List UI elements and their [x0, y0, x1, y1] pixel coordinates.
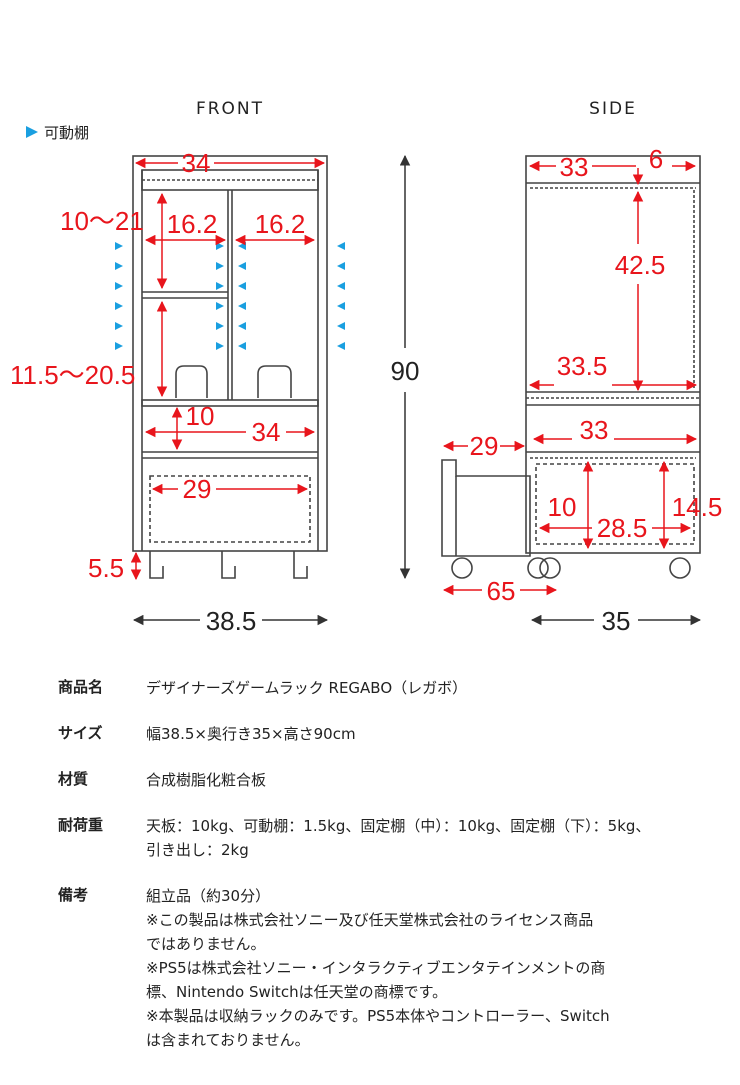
spec-row: 商品名 デザイナーズゲームラック REGABO（レガボ） — [58, 676, 728, 700]
dim-drawer-height: 14.5 — [672, 492, 723, 522]
spec-row: 材質 合成樹脂化粧合板 — [58, 768, 728, 792]
spec-line: デザイナーズゲームラック REGABO（レガボ） — [146, 679, 468, 697]
dim-drawer-inner-h: 10 — [548, 492, 577, 522]
dim-left-inner-width: 16.2 — [167, 209, 218, 239]
spec-line: ではありません。 — [146, 935, 266, 953]
spec-row: 備考 組立品（約30分） ※この製品は株式会社ソニー及び任天堂株式会社のライセン… — [58, 884, 728, 1052]
spec-key: サイズ — [58, 724, 103, 742]
spec-line: 引き出し：2kg — [146, 841, 249, 859]
dim-back-gap: 6 — [649, 144, 663, 174]
dim-drawer-depth: 28.5 — [597, 513, 648, 543]
dim-drawer-gap: 10 — [186, 401, 215, 431]
dim-total-height: 90 — [391, 356, 420, 386]
spec-row: サイズ 幅38.5×奥行き35×高さ90cm — [58, 722, 728, 746]
spec-line: 組立品（約30分） — [146, 887, 271, 905]
dim-shelf-range: 10～21 — [60, 206, 144, 236]
side-view-heading: SIDE — [589, 99, 637, 119]
spec-key: 商品名 — [58, 678, 104, 696]
spec-line: ※PS5は株式会社ソニー・インタラクティブエンタテインメントの商 — [146, 959, 606, 977]
spec-line: 標、Nintendo Switchは任天堂の商標です。 — [146, 983, 448, 1001]
spec-value: 合成樹脂化粧合板 — [146, 768, 266, 792]
spec-value: 幅38.5×奥行き35×高さ90cm — [146, 722, 356, 746]
dimension-diagram: FRONT SIDE 可動棚 — [10, 99, 723, 636]
spec-line: 合成樹脂化粧合板 — [146, 771, 267, 789]
front-view-heading: FRONT — [196, 99, 264, 119]
dim-lower-range: 11.5～20.5 — [10, 360, 135, 390]
spec-line: ※本製品は収納ラックのみです。PS5本体やコントローラー、Switch — [146, 1007, 610, 1025]
dim-foot-height: 5.5 — [88, 553, 124, 583]
dim-upper-height: 42.5 — [615, 250, 666, 280]
spec-value: 天板：10kg、可動棚：1.5kg、固定棚（中）：10kg、固定棚（下）：5kg… — [146, 814, 650, 862]
front-view — [132, 155, 328, 579]
legend-label: 可動棚 — [44, 124, 89, 142]
dim-top-width: 34 — [182, 148, 211, 178]
adjustable-shelf-arrows — [115, 242, 345, 350]
dim-lower-depth: 33 — [580, 415, 609, 445]
spec-key: 材質 — [58, 770, 89, 788]
spec-value: 組立品（約30分） ※この製品は株式会社ソニー及び任天堂株式会社のライセンス商品… — [146, 884, 610, 1052]
spec-key: 備考 — [58, 886, 89, 904]
dim-drawer-pull: 29 — [470, 431, 499, 461]
dim-inner-width: 34 — [252, 417, 281, 447]
spec-value: デザイナーズゲームラック REGABO（レガボ） — [146, 676, 467, 700]
dim-extended-depth: 65 — [487, 576, 516, 606]
spec-table: 商品名 デザイナーズゲームラック REGABO（レガボ） サイズ 幅38.5×奥… — [58, 676, 728, 1074]
spec-key: 耐荷重 — [58, 816, 104, 834]
dim-right-inner-width: 16.2 — [255, 209, 306, 239]
spec-line: 天板：10kg、可動棚：1.5kg、固定棚（中）：10kg、固定棚（下）：5kg… — [146, 817, 651, 835]
blue-triangle-icon — [26, 126, 38, 138]
dim-total-depth: 35 — [602, 606, 631, 636]
spec-line: は含まれておりません。 — [146, 1031, 310, 1049]
spec-line: ※この製品は株式会社ソニー及び任天堂株式会社のライセンス商品 — [146, 911, 594, 929]
dim-shelf-depth: 33.5 — [557, 351, 608, 381]
spec-row: 耐荷重 天板：10kg、可動棚：1.5kg、固定棚（中）：10kg、固定棚（下）… — [58, 814, 728, 862]
spec-line: 幅38.5×奥行き35×高さ90cm — [146, 725, 356, 743]
dim-total-width: 38.5 — [206, 606, 257, 636]
dim-top-depth: 33 — [560, 152, 589, 182]
side-view — [441, 155, 701, 579]
dim-drawer-width: 29 — [183, 474, 212, 504]
